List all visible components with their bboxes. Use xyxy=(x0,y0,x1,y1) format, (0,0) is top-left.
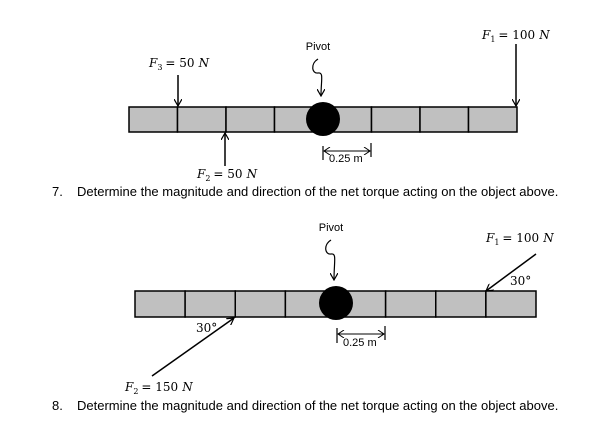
pivot-label: Pivot xyxy=(306,41,330,53)
pivot-point xyxy=(319,286,353,320)
question-7-number: 7. xyxy=(52,184,63,199)
question-8-text: Determine the magnitude and direction of… xyxy=(77,398,558,413)
bar-segment xyxy=(134,290,186,318)
force-f2-arrow xyxy=(151,318,234,377)
pivot-pointer-arrow xyxy=(312,58,322,96)
pivot-pointer-arrow xyxy=(325,239,335,280)
bar-segment xyxy=(467,106,518,133)
bar-segment xyxy=(435,290,487,318)
bar-segment xyxy=(485,290,537,318)
bar-segment xyxy=(370,106,421,133)
force-f2-angle: 30° xyxy=(196,321,217,335)
bar-segment xyxy=(419,106,470,133)
force-f1-arrow xyxy=(486,253,537,291)
force-f1-angle: 30° xyxy=(510,274,531,288)
dimension-marker: 0.25 m xyxy=(336,326,386,349)
pivot-label: Pivot xyxy=(319,222,343,234)
dimension-marker: 0.25 m xyxy=(322,143,372,165)
bar-segment xyxy=(225,106,276,133)
bar-segment xyxy=(176,106,227,133)
bar-segment xyxy=(234,290,287,318)
pivot-point xyxy=(306,102,340,136)
bar-segment xyxy=(128,106,179,133)
bar-segment xyxy=(384,290,437,318)
segment-length-label: 0.25 m xyxy=(343,337,377,349)
segment-length-label: 0.25 m xyxy=(329,153,363,165)
bar-segment xyxy=(184,290,236,318)
question-7-text: Determine the magnitude and direction of… xyxy=(77,184,558,199)
question-8-number: 8. xyxy=(52,398,63,413)
